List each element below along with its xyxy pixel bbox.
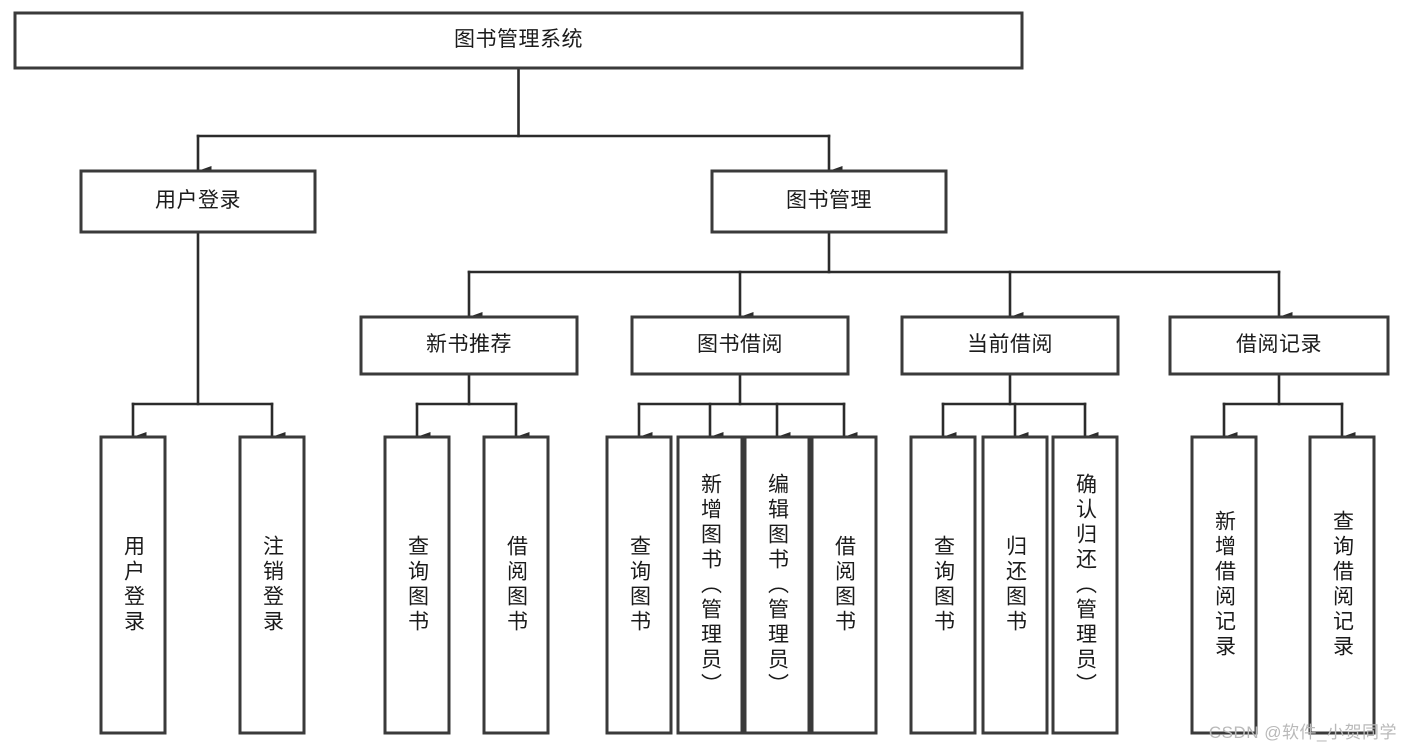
node-box-leaf-query-borrow-record[interactable] [1308, 435, 1376, 735]
node-box-leaf-borrow-book-recommend[interactable] [482, 435, 550, 735]
csdn-watermark: CSDN @软件_小贺同学 [1208, 723, 1397, 742]
node-box-leaf-borrow-book[interactable] [810, 435, 878, 735]
node-box-leaf-add-book-admin[interactable] [676, 435, 744, 735]
node-box-leaf-add-borrow-record[interactable] [1190, 435, 1258, 735]
node-box-leaf-confirm-return-admin[interactable] [1051, 435, 1119, 735]
node-box-leaf-user-login[interactable] [99, 435, 167, 735]
node-box-leaf-query-book-borrow[interactable] [605, 435, 673, 735]
node-box-leaf-query-book-recommend[interactable] [383, 435, 451, 735]
node-box-leaf-return-book[interactable] [981, 435, 1049, 735]
node-box-new-book-recommend[interactable] [359, 315, 579, 376]
node-box-current-borrow[interactable] [900, 315, 1120, 376]
node-box-leaf-logout[interactable] [238, 435, 306, 735]
node-box-root[interactable] [13, 11, 1024, 70]
node-box-book-borrow[interactable] [630, 315, 850, 376]
connector-lines [131, 66, 1356, 442]
node-box-book-management[interactable] [710, 169, 948, 234]
node-box-leaf-edit-book-admin[interactable] [743, 435, 811, 735]
node-box-leaf-query-book-current[interactable] [909, 435, 977, 735]
node-box-user-login[interactable] [79, 169, 317, 234]
node-boxes [13, 11, 1390, 735]
node-box-borrow-record[interactable] [1168, 315, 1390, 376]
